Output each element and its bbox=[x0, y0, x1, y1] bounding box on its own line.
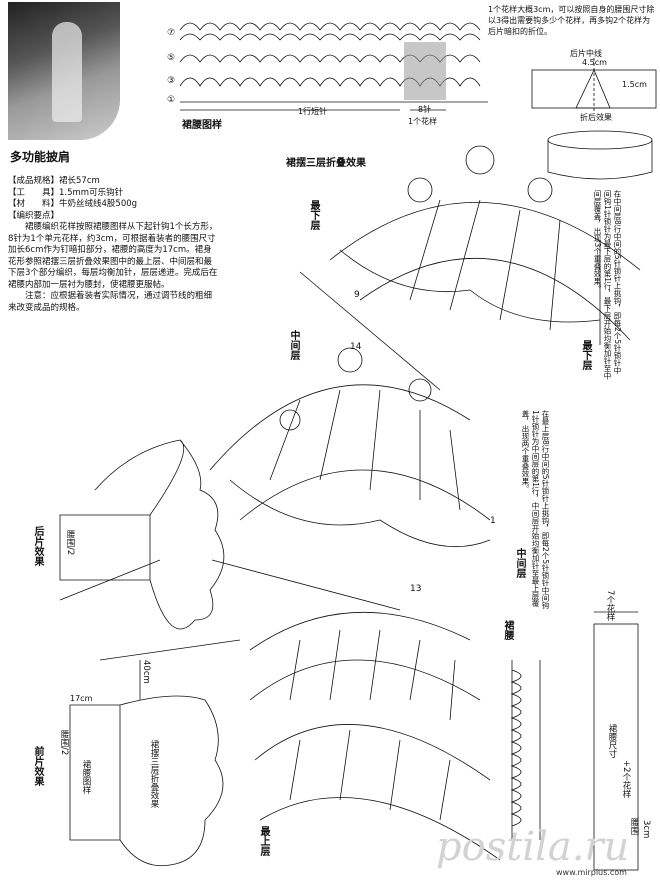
waist-stitch-chart bbox=[179, 22, 488, 111]
waist-units-label: 7个花样 bbox=[605, 590, 615, 621]
front-length-label: 40cm bbox=[141, 660, 151, 684]
bottom-layer-chart bbox=[329, 145, 641, 345]
back-view-sketch bbox=[59, 439, 225, 630]
waist-side-title: 裙腰 bbox=[502, 620, 513, 640]
spec-points: 【编织要点】 bbox=[8, 210, 60, 221]
spec-body: 裙腰编织花样按照裙腰图样从下起针钩1个长方形，8针为1个单元花样，约3cm，可根… bbox=[8, 222, 218, 290]
back-view-label: 后片效果 bbox=[32, 526, 43, 566]
num-9: 9 bbox=[354, 290, 360, 300]
spec-tool: 【工 具】1.5mm可乐钩针 bbox=[8, 187, 124, 198]
middle-layer-label: 中间层 bbox=[288, 330, 299, 360]
row-marker-1: ① bbox=[167, 95, 176, 105]
site-label: www.mirplus.com bbox=[556, 868, 627, 877]
fold-width: 4.5cm bbox=[582, 58, 607, 67]
top-note: 1个花样大概3cm，可以按照自身的腰围尺寸除以3得出需要钩多少个花样，再多钩2个… bbox=[488, 5, 655, 36]
num-14: 14 bbox=[350, 342, 362, 352]
front-view-label: 前片效果 bbox=[32, 746, 43, 786]
waist-cm-label: 3cm bbox=[641, 820, 651, 839]
front-waist-label: 腰围/2 bbox=[59, 730, 69, 756]
row-label: 1行短针 bbox=[298, 107, 328, 116]
bottom-layer-label-side: 最下层 bbox=[580, 340, 591, 370]
pattern-title: 多功能披肩 bbox=[10, 150, 71, 164]
fold-caption: 折后效果 bbox=[580, 113, 612, 122]
note-middle: 在最上层8行中间的5针锁针上挑钩，即每2个5针锁针中间钩1针锁针为中间层的第1行… bbox=[521, 410, 550, 610]
stitch-label: 8针 bbox=[418, 105, 432, 114]
waist-size-rect bbox=[593, 611, 639, 871]
spec-size: 【成品规格】裙长57cm bbox=[8, 176, 100, 186]
num-13: 13 bbox=[410, 584, 422, 594]
spec-material: 【材 料】牛奶丝绒线4股500g bbox=[8, 199, 138, 209]
num-1: 1 bbox=[490, 516, 496, 526]
watermark: postila.ru bbox=[436, 824, 630, 870]
waist-size-label: 裙腰尺寸 bbox=[607, 724, 617, 758]
skirt-fold-title: 裙摆三层折叠效果 bbox=[286, 158, 366, 169]
front-height-label: 17cm bbox=[70, 694, 93, 703]
spec-block: 【成品规格】裙长57cm 【工 具】1.5mm可乐钩针 【材 料】牛奶丝绒线4股… bbox=[8, 176, 220, 314]
bottom-layer-label: 最下层 bbox=[308, 200, 319, 230]
middle-layer-label-side: 中间层 bbox=[514, 548, 525, 578]
waist-plus-label: +2个花样 bbox=[621, 760, 631, 799]
front-view-sketch bbox=[69, 639, 241, 867]
top-layer-chart bbox=[249, 611, 501, 861]
model-photo bbox=[8, 2, 120, 140]
row-marker-3: ③ bbox=[167, 76, 176, 86]
row-marker-7: ⑦ bbox=[167, 28, 176, 38]
unit-label: 1个花样 bbox=[408, 117, 438, 126]
waist-label: 腰围 bbox=[629, 818, 639, 835]
middle-layer-chart bbox=[209, 347, 491, 548]
note-bottom: 在中间层8行中间的5针锁针上挑钩，即每2个5针锁针中间钩1针锁针为最下层的第1行… bbox=[593, 190, 622, 380]
top-layer-label: 最上层 bbox=[258, 826, 269, 856]
waist-chart-label: 裙腰图样 bbox=[182, 120, 222, 131]
fold-title: 后片中线 bbox=[570, 49, 602, 58]
back-waist-label: 腰围/2 bbox=[65, 530, 75, 556]
waist-edging-chart bbox=[510, 660, 541, 840]
front-waist-chart-label: 裙腰图样 bbox=[81, 760, 91, 794]
fold-height: 1.5cm bbox=[622, 80, 647, 89]
spec-note: 注意：应根据着装者实际情况，通过调节线的粗细来改变成品的规格。 bbox=[8, 291, 213, 313]
fold-illustration bbox=[531, 58, 657, 180]
row-marker-5: ⑤ bbox=[167, 53, 176, 63]
front-skirt-label: 裙摆三层折叠效果 bbox=[149, 740, 159, 808]
